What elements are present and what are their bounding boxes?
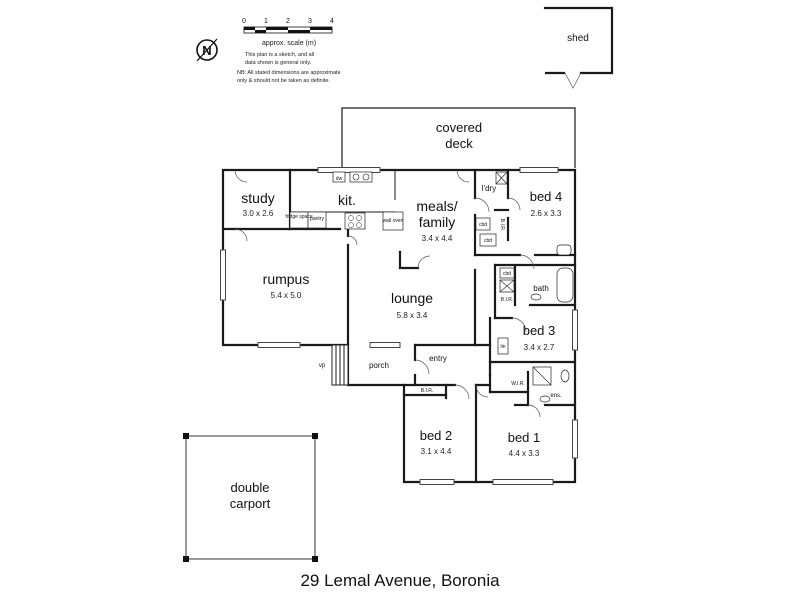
covered-deck-label-2: deck [445,136,473,151]
porch-name: porch [369,361,389,370]
ensuite-name: ens. [550,393,562,399]
bed1-dims: 4.4 x 3.3 [509,449,540,458]
walk-in-robe-label: W.I.R. [511,381,525,387]
fridge-space-label: fridge space [285,214,312,220]
shed: shed [543,6,614,89]
compass-letter: N [202,43,211,58]
pantry-label: pantry [310,216,324,222]
meals-family-dims: 3.4 x 4.4 [422,234,453,243]
scale-num-4: 4 [330,18,334,25]
scale-num-1: 1 [264,18,268,25]
bed4-dims: 2.6 x 3.3 [531,209,562,218]
plan-notes: This plan is a sketch, and all data show… [237,52,341,84]
windows [220,167,578,485]
bed4-name: bed 4 [530,189,563,204]
bath-cupboard-label: cbd [503,271,511,277]
interior-walls [221,168,577,484]
wall-oven-label: wall oven [383,218,404,224]
carport-label-2: carport [230,496,271,511]
laundry-fixtures: cbd cbd B.I.R. [475,171,508,247]
covered-deck: covered deck [341,107,576,168]
lounge-dims: 5.8 x 3.4 [397,311,428,320]
study-dims: 3.0 x 2.6 [243,209,274,218]
study-name: study [241,190,274,206]
room-labels: study 3.0 x 2.6 kit. meals/ family 3.4 x… [241,184,562,458]
rumpus-dims: 5.4 x 5.0 [271,291,302,300]
porch-steps: vp [319,344,404,386]
hall-cupboard-label: cbd [484,238,492,244]
bed2-name: bed 2 [420,428,453,443]
note-line-4: only & should not be taken as definite. [237,78,330,84]
linen-label: lin [500,344,505,350]
scale-num-0: 0 [242,18,246,25]
doors [234,169,541,418]
meals-family-name-1: meals/ [416,198,457,214]
vp-label: vp [319,363,326,369]
laundry-name: l'dry [482,184,496,193]
kitchen-name: kit. [338,192,356,208]
lounge-name: lounge [391,290,433,306]
kitchen-fixtures: fridge space pantry wall oven dw [285,171,404,231]
carport-label-1: double [230,480,269,495]
bed3-dims: 3.4 x 2.7 [524,343,555,352]
shed-label: shed [567,33,589,44]
rumpus-name: rumpus [263,271,310,287]
bed2-robe-label: B.I.R. [421,388,434,394]
bathroom-fixtures: cbd B.I.R. lin W.I.R. B.I.R. [421,244,574,403]
north-compass-icon: N [196,38,218,62]
note-line-2: data shown is general only. [245,60,312,66]
note-line-1: This plan is a sketch, and all [245,52,314,58]
scale-num-3: 3 [308,18,312,25]
property-address: 29 Lemal Avenue, Boronia [300,571,500,590]
scale-bar: 0 1 2 3 4 approx. scale (m) [242,18,334,47]
bed3-name: bed 3 [523,323,556,338]
bath-name: bath [533,284,549,293]
dishwasher-label: dw [336,176,343,182]
laundry-cupboard-label: cbd [479,222,487,228]
scale-num-2: 2 [286,18,290,25]
bed1-name: bed 1 [508,430,541,445]
entry-name: entry [429,354,447,363]
bed4-robe-label: B.I.R. [499,219,505,232]
bed2-dims: 3.1 x 4.4 [421,447,452,456]
scale-label: approx. scale (m) [262,40,316,47]
bath-robe-label: B.I.R. [501,297,514,303]
covered-deck-label-1: covered [436,120,482,135]
meals-family-name-2: family [419,214,456,230]
double-carport: double carport [183,433,318,562]
note-line-3: NB: All stated dimensions are approximat… [237,70,341,76]
